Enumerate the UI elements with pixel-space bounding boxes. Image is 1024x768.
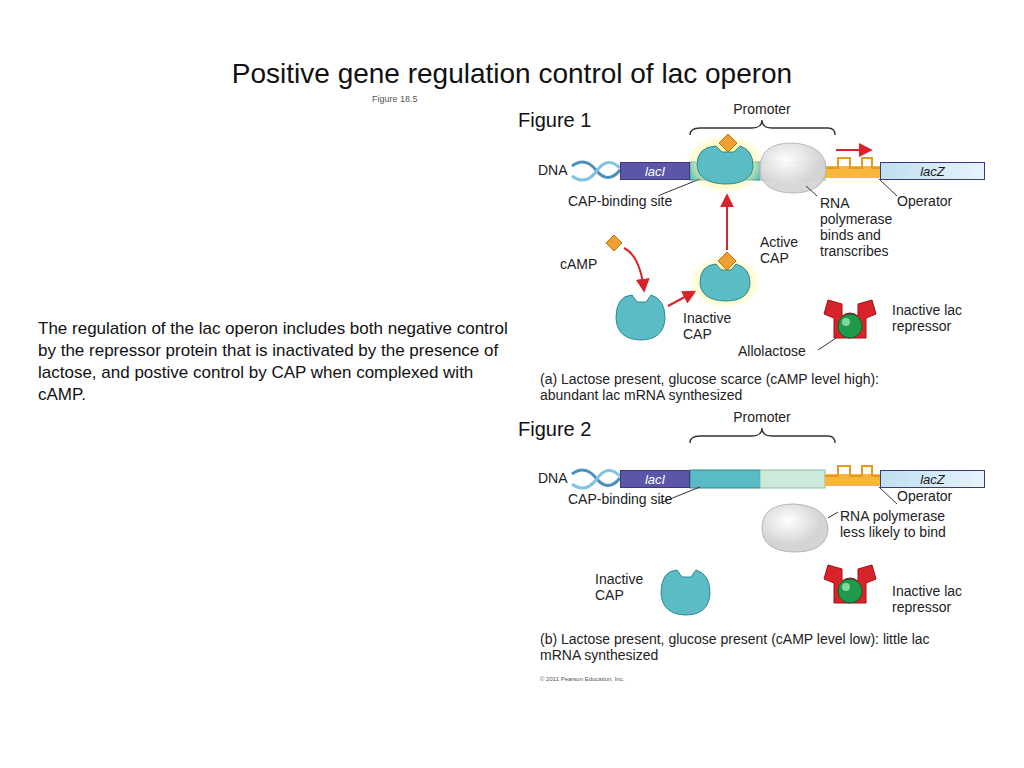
slide-title: Positive gene regulation control of lac …: [0, 58, 1024, 90]
gene-name: lacI: [645, 164, 665, 179]
illustration-part: [606, 235, 622, 251]
illustration-part: [762, 504, 828, 552]
gene-segment: lacI: [620, 470, 690, 488]
panel-caption: (b) Lactose present, glucose present (cA…: [540, 631, 935, 663]
gene-name: lacI: [645, 472, 665, 487]
illustration-part: [718, 252, 736, 270]
illustration-part: [661, 570, 710, 615]
illustration-part: [719, 134, 737, 152]
gene-name: lacZ: [920, 472, 945, 487]
figure-number: Figure 18.5: [372, 94, 418, 104]
part-label: CAP-binding site: [568, 491, 672, 507]
region-label: Promoter: [722, 409, 802, 425]
part-label: Inactive lac repressor: [892, 302, 987, 334]
gene-segment: lacZ: [880, 162, 985, 180]
part-label: Operator: [897, 488, 952, 504]
illustration-part: [824, 300, 876, 338]
copyright-note: © 2011 Pearson Education, Inc.: [540, 676, 624, 683]
part-label: DNA: [538, 162, 568, 178]
illustration-part: [616, 295, 665, 340]
figure-label: Figure 1: [518, 109, 591, 132]
illustration-part: [572, 120, 897, 196]
illustration-part: [828, 512, 838, 518]
part-label: Active CAP: [760, 234, 810, 266]
illustration-part: [818, 338, 836, 350]
gene-name: lacZ: [920, 164, 945, 179]
panel-caption: (a) Lactose present, glucose scarce (cAM…: [540, 371, 935, 403]
illustration-part: [836, 149, 870, 151]
part-label: CAP-binding site: [568, 193, 672, 209]
illustration-part: [685, 134, 765, 194]
part-label: Operator: [897, 193, 952, 209]
illustration-part: [624, 248, 644, 290]
region-label: Promoter: [722, 101, 802, 117]
illustration-part: [824, 565, 876, 603]
part-label: Allolactose: [738, 343, 806, 359]
part-label: Inactive CAP: [595, 571, 655, 603]
gene-segment: lacI: [620, 162, 690, 180]
part-label: cAMP: [560, 256, 597, 272]
body-text: The regulation of the lac operon include…: [38, 318, 508, 406]
illustration-part: [726, 196, 728, 250]
illustration-part: [806, 186, 817, 196]
part-label: DNA: [538, 470, 568, 486]
gene-segment: lacZ: [880, 470, 985, 488]
part-label: RNA polymerase less likely to bind: [840, 508, 970, 540]
illustration-part: [700, 264, 750, 301]
figure-label: Figure 2: [518, 418, 591, 441]
illustration-part: [668, 292, 694, 306]
illustration-part: [760, 143, 826, 193]
part-label: Inactive lac repressor: [892, 583, 987, 615]
part-label: Inactive CAP: [683, 310, 743, 342]
illustration-part: [697, 146, 753, 184]
